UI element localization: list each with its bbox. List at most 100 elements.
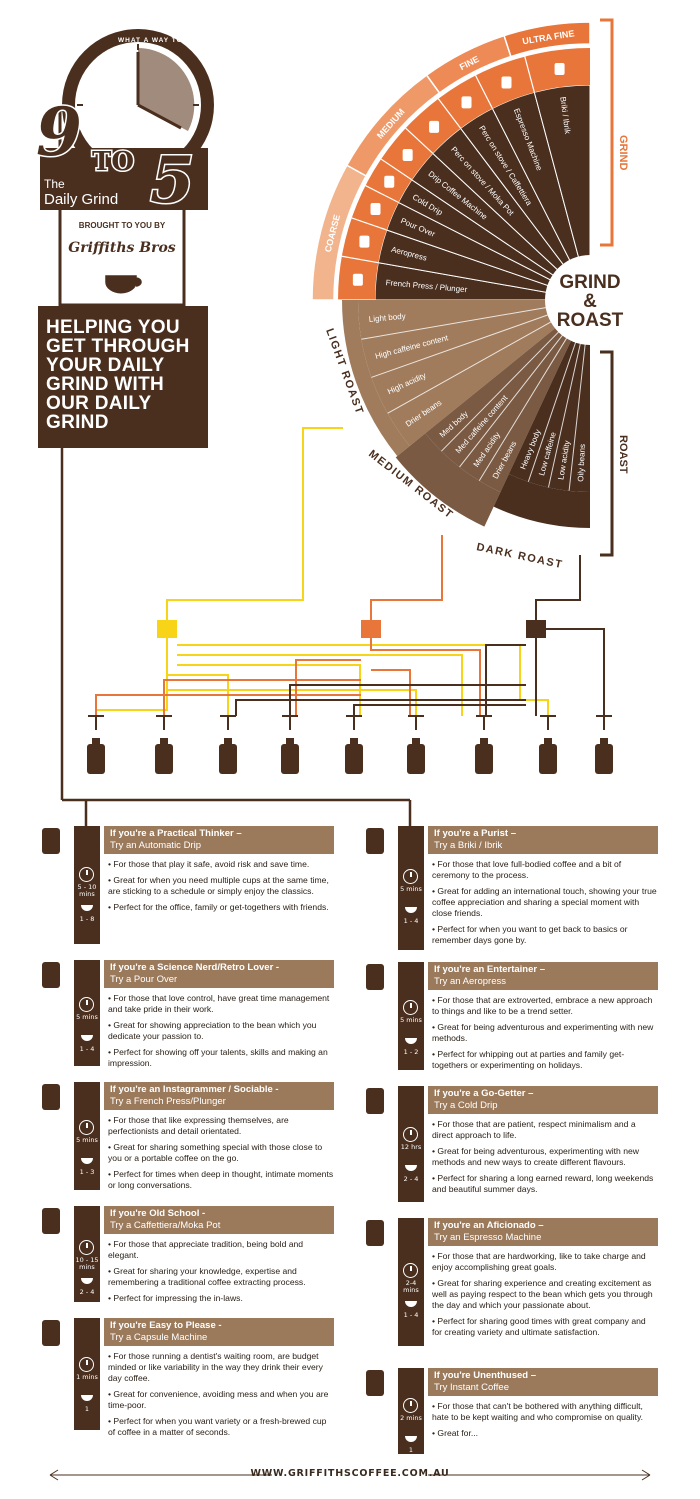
footer-url[interactable]: WWW.GRIFFITHSCOFFEE.COM.AU xyxy=(250,1468,450,1479)
personality-card: If you're a Science Nerd/Retro Lover -Tr… xyxy=(104,960,334,1069)
card-bullet: For those running a dentist's waiting ro… xyxy=(108,1351,334,1384)
card-subtitle: Try a Caffettiera/Moka Pot xyxy=(110,1220,221,1231)
brew-method-icon xyxy=(366,1370,384,1396)
medium-roast-node xyxy=(361,620,381,638)
card-subtitle: Try an Espresso Machine xyxy=(434,1232,542,1243)
brew-equipment-icon xyxy=(155,738,173,774)
cup-icon xyxy=(81,1035,93,1042)
medium-roast-rim xyxy=(395,433,501,527)
brew-method-icon xyxy=(42,1084,60,1110)
brew-method-icon xyxy=(366,828,384,854)
card-subtitle: Try a Pour Over xyxy=(110,974,178,985)
card-bullet: For those that play it safe, avoid risk … xyxy=(108,859,334,870)
ring-text: WHAT A WAY TO MAKE A LIVING xyxy=(118,37,247,44)
light-roast-sector xyxy=(358,300,558,447)
card-bullet: Perfect for the office, family or get-to… xyxy=(108,902,334,913)
card-time-rail: 12 hrs 2 - 4 xyxy=(398,1086,424,1202)
clock-icon xyxy=(403,999,418,1015)
card-subtitle: Try a Capsule Machine xyxy=(110,1332,208,1343)
brew-equipment-icon xyxy=(345,738,363,774)
card-header: If you're Unenthused –Try Instant Coffee xyxy=(428,1368,658,1396)
cup-icon xyxy=(405,907,417,914)
headline-line: HELPING YOU xyxy=(46,317,180,338)
grind-method-icon xyxy=(429,120,440,133)
wheel-center-label: & xyxy=(583,291,597,312)
cup-icon xyxy=(405,1037,417,1044)
headline-line: GET THROUGH xyxy=(46,336,190,357)
card-subtitle: Try an Aeropress xyxy=(434,976,506,987)
card-subtitle: Try a Briki / Ibrik xyxy=(434,840,503,851)
brew-method-icon xyxy=(366,964,384,990)
personality-card: If you're an Aficionado –Try an Espresso… xyxy=(428,1218,658,1346)
grind-method-icon xyxy=(384,175,395,188)
clock-icon xyxy=(403,1126,418,1142)
card-bullet: For those that can't be bothered with an… xyxy=(432,1401,658,1423)
dark-roast-rim xyxy=(493,474,590,528)
personality-card: If you're a Practical Thinker –Try an Au… xyxy=(104,826,334,944)
grind-method-icon xyxy=(359,235,370,248)
grind-bracket xyxy=(600,18,614,247)
hero-diagram: WHAT A WAY TO MAKE A LIVING 9 TO 5 The D… xyxy=(35,18,635,830)
headline-line: YOUR DAILY xyxy=(46,355,165,376)
logo-the: The xyxy=(44,177,65,191)
clock-icon xyxy=(79,1357,94,1373)
card-bullet: For those that love full-bodied coffee a… xyxy=(432,859,658,881)
cup-count: 2 - 4 xyxy=(403,1174,419,1183)
wheel-center xyxy=(545,255,635,345)
card-title: If you're a Science Nerd/Retro Lover - xyxy=(110,962,280,973)
dark-roast-sector xyxy=(508,338,590,493)
brew-time: 12 hrs xyxy=(400,1142,422,1151)
brew-time: 1 mins xyxy=(76,1373,98,1382)
grind-method-icon xyxy=(461,96,472,109)
card-bullet: For those that are hardworking, like to … xyxy=(432,1251,658,1273)
card-bullet: For those that like expressing themselve… xyxy=(108,1115,334,1137)
card-header: If you're a Purist –Try a Briki / Ibrik xyxy=(428,826,658,854)
roast-trait-label: Light body xyxy=(368,312,406,324)
personality-card: If you're Unenthused –Try Instant Coffee… xyxy=(428,1368,658,1454)
card-time-rail: 2 mins 1 xyxy=(398,1368,424,1454)
brew-equipment-icon xyxy=(87,738,105,774)
card-bullet: Perfect for showing off your talents, sk… xyxy=(108,1047,334,1069)
light-roast-node xyxy=(157,620,177,638)
card-subtitle: Try a Cold Drip xyxy=(434,1100,498,1111)
brew-time: 2 mins xyxy=(400,1414,422,1423)
cup-icon xyxy=(405,1436,417,1443)
card-header: If you're Easy to Please -Try a Capsule … xyxy=(104,1318,334,1346)
card-title: If you're a Go-Getter – xyxy=(434,1088,534,1099)
cup-icon xyxy=(81,1157,93,1164)
brew-method-icon xyxy=(366,1220,384,1246)
grind-axis-label: GRIND xyxy=(617,135,629,171)
cup-count: 1 - 4 xyxy=(79,1045,95,1054)
card-bullet: Great for sharing experience and creatin… xyxy=(432,1278,658,1311)
card-bullet: Perfect for sharing a long earned reward… xyxy=(432,1173,658,1195)
brew-method-icon xyxy=(42,1320,60,1346)
card-title: If you're Unenthused – xyxy=(434,1370,537,1381)
cup-count: 1 - 2 xyxy=(403,1047,419,1056)
card-bullet: Perfect for when you want variety or a f… xyxy=(108,1416,334,1438)
cup-icon xyxy=(81,905,93,912)
headline-box: HELPING YOU GET THROUGH YOUR DAILY GRIND… xyxy=(38,306,208,448)
clock-icon xyxy=(79,997,94,1013)
cup-icon xyxy=(405,1300,417,1307)
card-subtitle: Try Instant Coffee xyxy=(434,1382,509,1393)
roast-trait-label: Oily beans xyxy=(576,444,587,482)
clock-icon xyxy=(403,1262,418,1278)
cup-count: 1 xyxy=(408,1446,414,1455)
brew-equipment-icon xyxy=(281,738,299,774)
dark-roast-node xyxy=(526,620,546,638)
card-header: If you're an Entertainer –Try an Aeropre… xyxy=(428,962,658,990)
cup-icon xyxy=(81,1395,93,1402)
logo-block: WHAT A WAY TO MAKE A LIVING 9 TO 5 The D… xyxy=(35,29,247,307)
personality-card: If you're an Entertainer –Try an Aeropre… xyxy=(428,962,658,1070)
brew-equipment-icon xyxy=(539,738,557,774)
card-bullet: For those that love control, have great … xyxy=(108,993,334,1015)
card-bullet: Great for... xyxy=(432,1428,658,1439)
wheel-center-label: GRIND xyxy=(559,272,620,293)
headline-line: GRIND xyxy=(46,412,109,433)
card-bullet: Perfect for times when deep in thought, … xyxy=(108,1169,334,1191)
